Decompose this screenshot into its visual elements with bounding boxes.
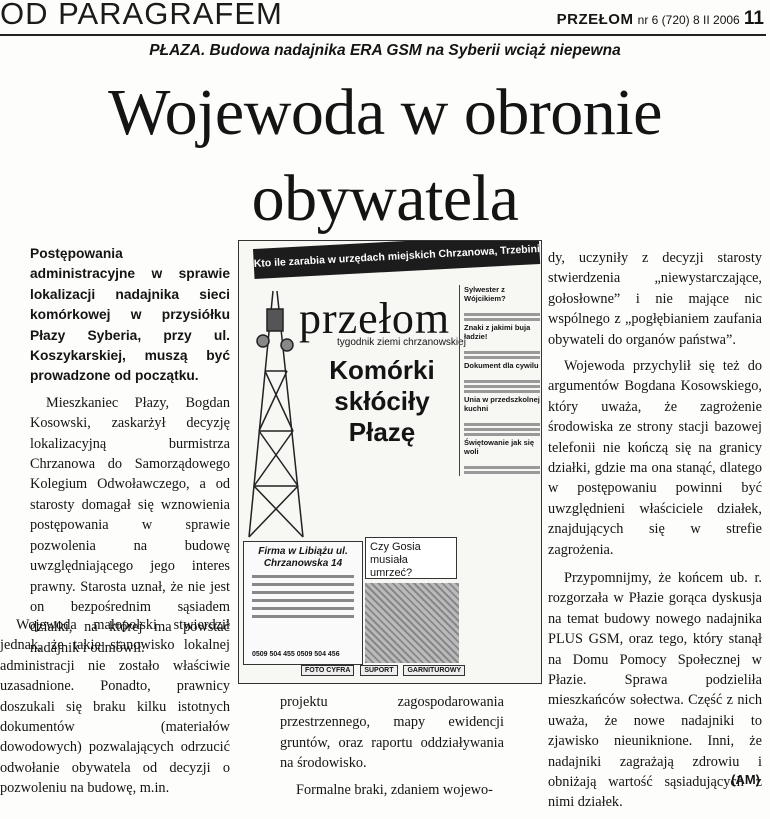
author-signature: (AM) bbox=[731, 772, 760, 787]
paragraph: Mieszkaniec Płazy, Bogdan Kosowski, zask… bbox=[30, 394, 230, 656]
page-number: 11 bbox=[743, 8, 764, 29]
cover-ad: SUPORT bbox=[360, 665, 398, 676]
cover-ad-box: Firma w Libiążu ul. Chrzanowska 14 0509 … bbox=[243, 541, 363, 665]
column-left-lower: Wojewoda małopolski stwierdził jednak, ż… bbox=[0, 615, 230, 805]
cover-photo bbox=[365, 583, 459, 663]
article-title: Wojewoda w obronie obywatela bbox=[0, 70, 770, 242]
cover-ads-strip: FOTO CYFRA SUPORT GARNITUROWY bbox=[301, 665, 531, 683]
cover-masthead: przełom bbox=[299, 294, 451, 343]
column-middle-lower: projektu zagospodarowania przestrzennego… bbox=[280, 692, 504, 806]
article-lead: Postępowania administracyjne w sprawie l… bbox=[30, 246, 230, 384]
cover-side-item: Unia w przedszkolnej kuchni bbox=[464, 395, 540, 413]
paragraph: Formalne braki, zdaniem wojewo- bbox=[296, 781, 493, 798]
cover-ad: GARNITUROWY bbox=[403, 665, 466, 676]
paragraph: Wojewoda małopolski stwierdził jednak, ż… bbox=[0, 617, 230, 797]
cover-side-item: Sylwester z Wójcikiem? bbox=[464, 285, 506, 303]
cover-side-item: Dokument dla cywilu bbox=[464, 361, 539, 370]
header-rule bbox=[0, 34, 766, 36]
paper-name: PRZEŁOM bbox=[556, 11, 634, 28]
title-line: obywatela bbox=[251, 162, 519, 235]
title-line: Wojewoda w obronie bbox=[108, 76, 662, 149]
cover-ad-title: Firma w Libiążu ul. Chrzanowska 14 bbox=[258, 546, 348, 569]
paragraph: dy, uczyniły z decyzji starosty stwierdz… bbox=[548, 250, 762, 348]
cover-side-item: Znaki z jakimi buja ładzie! bbox=[464, 323, 531, 341]
cover-masthead-sub: tygodnik ziemi chrzanowskiej bbox=[337, 337, 466, 348]
cover-sidebar: Sylwester z Wójcikiem? Znaki z jakimi bu… bbox=[459, 285, 540, 476]
paragraph: projektu zagospodarowania przestrzennego… bbox=[280, 694, 504, 772]
cover-banner: Kto ile zarabia w urzędach miejskich Chr… bbox=[253, 241, 541, 279]
issue-info: nr 6 (720) 8 II 2006 bbox=[637, 13, 740, 27]
column-left: Postępowania administracyjne w sprawie l… bbox=[30, 244, 230, 664]
cover-story-box: Czy Gosia musiała umrzeć? bbox=[365, 537, 457, 579]
section-title: OD PARAGRAFEM bbox=[0, 0, 283, 31]
newspaper-cover-image: Kto ile zarabia w urzędach miejskich Chr… bbox=[238, 240, 542, 684]
page-header: PRZEŁOM nr 6 (720) 8 II 2006 11 bbox=[557, 8, 764, 30]
paragraph: Przypomnijmy, że końcem ub. r. rozgorzał… bbox=[548, 570, 762, 811]
column-right: dy, uczyniły z decyzji starosty stwierdz… bbox=[548, 248, 762, 566]
article-kicker: PŁAZA. Budowa nadajnika ERA GSM na Syber… bbox=[149, 42, 621, 59]
cover-headline: Komórki skłóciły Płazę bbox=[329, 355, 435, 447]
column-right-lower: Przypomnijmy, że końcem ub. r. rozgorzał… bbox=[548, 568, 762, 819]
antenna-tower-icon bbox=[248, 290, 304, 538]
cover-side-item: Świętowanie jak się woli bbox=[464, 438, 535, 456]
cover-ad: FOTO CYFRA bbox=[301, 665, 355, 676]
cover-ad-phone: 0509 504 455 0509 504 456 bbox=[252, 651, 340, 658]
paragraph: Wojewoda przychylił się też do argumentó… bbox=[548, 358, 762, 558]
